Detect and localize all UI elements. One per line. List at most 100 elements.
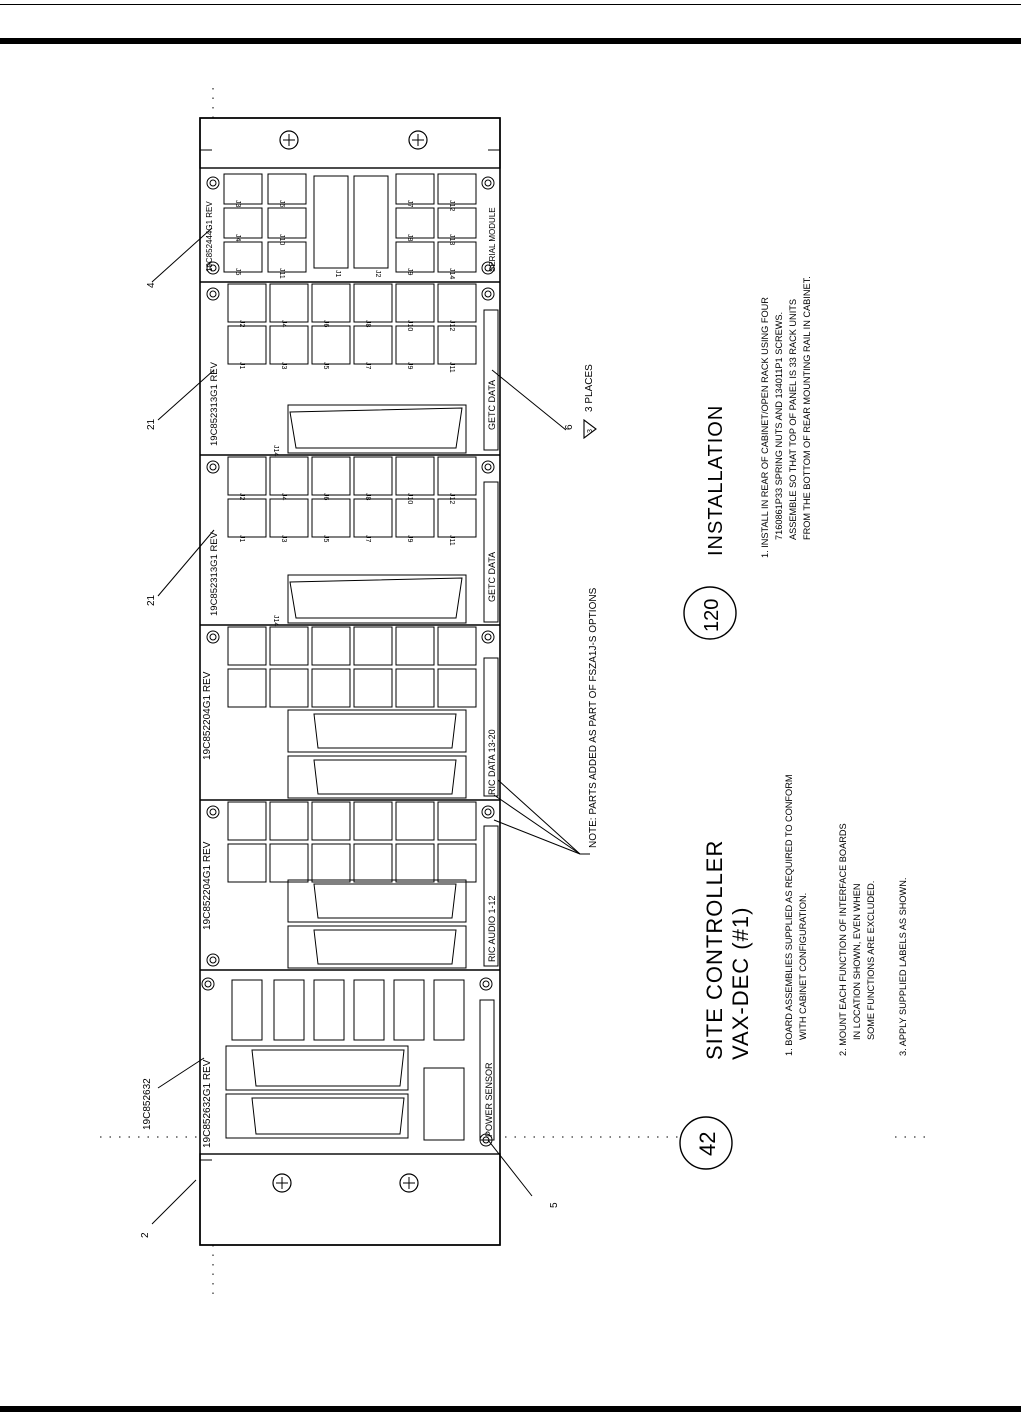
getc-data-1-label: GETC DATA	[487, 380, 497, 430]
rj-jack-icon	[269, 626, 309, 666]
db9-connector-icon	[231, 979, 263, 1041]
rack-rail-guides	[100, 88, 925, 1300]
mount-screw-icon	[408, 130, 428, 150]
rj-jack-icon	[267, 241, 307, 273]
jack-label: J9	[406, 268, 413, 276]
ric-data-part: 19C852204G1 REV	[202, 671, 213, 760]
ric-audio-label: RIC AUDIO 1-12	[487, 895, 497, 962]
jack-label: J7	[364, 362, 371, 370]
rj-jack-icon	[269, 668, 309, 708]
callout-4: 4	[146, 282, 157, 288]
rj-jack-icon	[395, 325, 435, 365]
installation-line: ASSEMBLE SO THAT TOP OF PANEL IS 33 RACK…	[788, 299, 798, 540]
jack-label: J11	[278, 268, 285, 279]
rj-jack-icon	[311, 325, 351, 365]
rj-jack-icon	[311, 498, 351, 538]
rj-jack-icon	[269, 283, 309, 323]
rj-jack-icon	[395, 801, 435, 841]
jack-label: J10	[278, 234, 285, 245]
jack-label: J3	[280, 362, 287, 370]
three-places-note: 3 PLACES	[584, 364, 595, 412]
serial-module-part: 19C852444G1 REV	[205, 201, 214, 272]
rj-jack-icon	[269, 456, 309, 496]
db9-connector-icon	[313, 979, 345, 1041]
rj-jack-icon	[437, 843, 477, 883]
rj-jack-icon	[227, 456, 267, 496]
rj-jack-icon	[269, 498, 309, 538]
label-strip	[483, 481, 499, 623]
jack-label: J12	[448, 200, 455, 211]
rj-jack-icon	[311, 801, 351, 841]
jack-label: J9	[406, 362, 413, 370]
rj-jack-icon	[227, 626, 267, 666]
db9-connector-icon	[393, 979, 425, 1041]
rj-jack-icon	[437, 668, 477, 708]
note-line: WITH CABINET CONFIGURATION.	[798, 893, 808, 1040]
db-connector-icon	[313, 175, 349, 269]
rj-jack-icon	[437, 283, 477, 323]
top-rack-ear	[199, 117, 501, 169]
ric-data-label: RIC DATA 13-20	[487, 729, 497, 795]
jack-label: J11	[448, 362, 455, 373]
rj-jack-icon	[227, 801, 267, 841]
rj-jack-icon	[269, 843, 309, 883]
note-line: IN LOCATION SHOWN, EVEN WHEN	[852, 883, 862, 1040]
ric-data-board: 19C852204G1 REV RIC DATA 13-20	[202, 626, 499, 799]
jack-label: J1	[334, 270, 341, 278]
db9-connector-icon	[423, 1067, 465, 1141]
jack-label: J1	[238, 362, 245, 370]
serial-module-board: 19C852444G1 REV SERIAL MODULE	[205, 173, 497, 275]
db50-connector-icon	[313, 759, 457, 795]
rj-jack-icon	[227, 325, 267, 365]
jack-label: J8	[364, 320, 371, 328]
rj-jack-icon	[395, 498, 435, 538]
rj-jack-icon	[311, 626, 351, 666]
rj-jack-icon	[353, 325, 393, 365]
db9-connector-icon	[353, 979, 385, 1041]
db-connector-icon	[353, 175, 389, 269]
rj-jack-icon	[223, 173, 263, 205]
rj-jack-icon	[267, 173, 307, 205]
rj-jack-icon	[353, 498, 393, 538]
rj-jack-icon	[269, 801, 309, 841]
jack-label: J7	[364, 535, 371, 543]
board-separators	[200, 281, 500, 971]
jack-label: J5	[322, 362, 329, 370]
rj-jack-icon	[395, 207, 435, 239]
rj-jack-icon	[437, 241, 477, 273]
rj-jack-icon	[395, 241, 435, 273]
power-sensor-label: POWER SENSOR	[484, 1062, 494, 1137]
rj-jack-icon	[437, 626, 477, 666]
note-line: 1. BOARD ASSEMBLIES SUPPLIED AS REQUIRED…	[784, 775, 794, 1056]
rj-jack-icon	[353, 283, 393, 323]
installation-line: 7160861P33 SPRING NUTS AND 134011P1 SCRE…	[774, 312, 784, 540]
jack-label: J4	[234, 234, 241, 242]
leader-lines	[151, 227, 581, 1225]
bottom-thick-rule	[0, 1406, 1021, 1412]
jack-label: J5	[322, 535, 329, 543]
getc-data-board-2: 19C852313G1 REV GETC DATA	[206, 456, 499, 624]
rj-jack-icon	[311, 668, 351, 708]
rj-jack-icon	[395, 626, 435, 666]
connector-label: J14	[272, 445, 279, 456]
mount-screw-icon	[279, 130, 299, 150]
rj-jack-icon	[437, 801, 477, 841]
serial-module-label: SERIAL MODULE	[488, 207, 497, 272]
db50-connector-icon	[289, 407, 463, 449]
jack-label: J10	[406, 493, 413, 504]
badge-42: 42	[679, 1116, 733, 1170]
bottom-rack-ear	[199, 1153, 501, 1246]
rj-jack-icon	[353, 843, 393, 883]
label-strip	[483, 825, 499, 967]
jack-label: J14	[448, 268, 455, 279]
db50-connector-icon	[313, 713, 457, 749]
label-strip	[483, 309, 499, 451]
rj-jack-icon	[395, 173, 435, 205]
callout-5: 5	[549, 1202, 560, 1208]
rj-jack-icon	[437, 207, 477, 239]
assembly-notes: 1. BOARD ASSEMBLIES SUPPLIED AS REQUIRED…	[784, 775, 908, 1056]
svg-text:3: 3	[587, 429, 594, 433]
rj-jack-icon	[437, 173, 477, 205]
callout-2: 2	[140, 1232, 151, 1238]
